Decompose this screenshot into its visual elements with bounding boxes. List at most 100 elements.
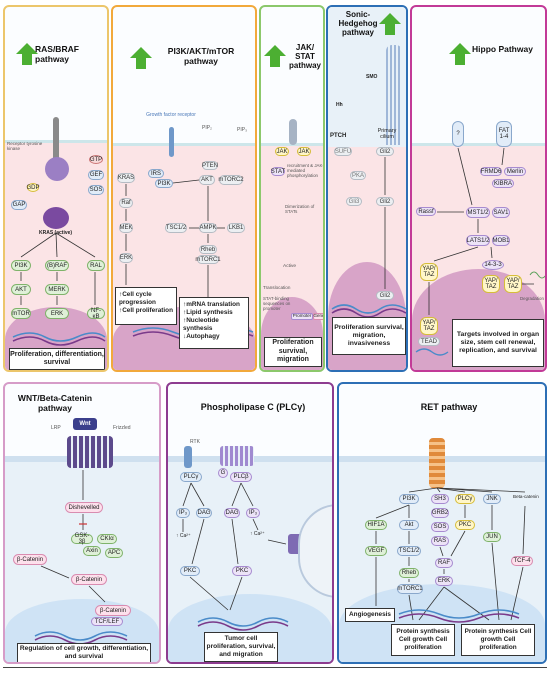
dag1-node: DAG	[196, 508, 212, 518]
sufu-node: SUFU	[334, 147, 352, 156]
mtorc1-node: mTORC1	[397, 584, 423, 594]
gli3-node: Gli3	[346, 197, 362, 206]
hippo-connectors	[415, 147, 545, 356]
apc-node: APC	[105, 548, 123, 558]
tsc-node: TSC1/2	[165, 223, 187, 233]
gli2-top-node: Gli2	[376, 147, 394, 156]
pi3k-outcome-left: ↑Cell cycle progression ↑Cell proliferat…	[115, 287, 177, 325]
hippo-outcome: Targets involved in organ size, stem cel…	[452, 319, 544, 367]
vegf-node: VEGF	[365, 546, 387, 556]
cki-node: CKIα	[97, 534, 117, 544]
jak-translocation: Translocation	[263, 285, 291, 290]
stat-node: STAT	[270, 167, 286, 176]
shh-title: Sonic-Hedgehog pathway	[338, 10, 378, 38]
ral-node: RAL	[87, 260, 105, 271]
hh-label: Hh	[336, 102, 343, 108]
mtorc1-node: mTORC1	[195, 255, 221, 264]
akt-node: AKT	[199, 175, 215, 185]
rheb-node: Rheb	[199, 245, 217, 254]
erk-node: ERK	[45, 308, 69, 319]
pi3k-node: PI3K	[399, 494, 419, 504]
plc-panel: Phospholipase C (PLCγ) RTK G PLCγ PLCβ I…	[166, 382, 334, 664]
plc-outcome: Tumor cell proliferation, survival, and …	[204, 632, 278, 662]
p1433-node: 14-3-3	[482, 260, 504, 270]
raf-node: Raf	[119, 198, 133, 208]
rtk-label: RTK	[190, 439, 200, 445]
sh3-node: SH3	[431, 494, 449, 504]
jun-node: JUN	[483, 532, 501, 542]
unknown-receptor-node: ?	[452, 121, 464, 147]
jak-title: JAK/ STAT pathway	[288, 43, 321, 71]
pip2-label: PIP₂	[202, 125, 212, 131]
plcb-node: PLCβ	[230, 472, 252, 482]
gef-node: GEF	[88, 170, 104, 180]
pi3k-outcome-right: ↑mRNA translation ↑Lipid synthesis ↑Nucl…	[179, 297, 249, 349]
frizzled-label: Frizzled	[113, 425, 131, 431]
gsk-node: GSK-3β	[71, 533, 93, 545]
ret-outcome-right: Protein synthesis Cell growth Cell proli…	[461, 624, 535, 656]
mst-node: MST1/2	[466, 207, 490, 218]
sav1-node: SAV1	[492, 207, 510, 218]
akt-node: AKT	[11, 284, 31, 295]
erk-node: ERK	[435, 576, 453, 586]
pi3k-node: PI3K	[11, 260, 31, 271]
ret-title: RET pathway	[420, 402, 478, 412]
gf-receptor-icon	[169, 127, 174, 157]
jak-stat-panel: JAK/ STAT pathway JAK JAK STAT recruitme…	[259, 5, 325, 372]
fat-node: FAT 1-4	[496, 121, 512, 147]
ca1-label: ↑ Ca²⁺	[176, 533, 191, 539]
ampk-node: AMPK	[199, 223, 217, 233]
pip3-label: PIP₃	[237, 127, 248, 133]
braf-node: (B)RAF	[45, 260, 69, 271]
ca2-label: ↑ Ca²⁺	[250, 531, 265, 537]
rheb-node: Rheb	[399, 568, 419, 578]
gli2-mid-node: Gli2	[376, 197, 394, 206]
g-protein-node: G	[218, 468, 228, 478]
gap-node: GAP	[11, 200, 27, 210]
shh-outcome: Proliferation survival, migration, invas…	[332, 317, 406, 355]
jak-right-node: JAK	[297, 147, 311, 156]
pkc1-node: PKC	[180, 566, 200, 576]
kras-complex-icon	[45, 157, 69, 181]
tead-node: TEAD	[418, 337, 440, 346]
gf-label: Growth factor receptor	[146, 112, 196, 118]
cilium-label: Primary cilium	[377, 128, 397, 140]
nfkb-node: NF-κB	[87, 308, 105, 320]
receptor-label: Receptor tyrosine kinase	[7, 141, 43, 151]
raf-node: RAF	[435, 558, 453, 568]
mtor-node: mTOR	[11, 308, 31, 319]
ip3a-node: IP₃	[176, 508, 190, 518]
shh-panel: Sonic-Hedgehog pathway SMO Hh PTCH Prima…	[326, 5, 408, 372]
wnt-title: WNT/Beta-Catenin pathway	[17, 393, 93, 413]
lkb1-node: LKB1	[227, 223, 245, 233]
wnt-panel: WNT/Beta-Catenin pathway LRP Frizzled Wn…	[3, 382, 161, 664]
ret-outcome-left: Protein synthesis Cell growth Cell proli…	[391, 624, 455, 656]
angiogenesis-outcome: Angiogenesis	[345, 608, 395, 622]
ret-receptor-icon	[429, 438, 445, 488]
dishevelled-node: Dishevelled	[65, 502, 103, 513]
kras-active-icon	[43, 207, 69, 229]
gli2-nuc-node: Gli2	[376, 291, 394, 300]
gtp-node: GTP	[89, 155, 103, 164]
gdp-node: GDP	[26, 183, 40, 192]
hif-node: HIF1A	[365, 520, 387, 530]
promoter-node: Promoter	[291, 313, 313, 320]
gpcr-icon	[220, 446, 254, 466]
jak-outcome: Proliferation survival, migration	[264, 337, 322, 367]
ras-connectors	[12, 232, 106, 346]
sos-node: SOS	[431, 522, 449, 532]
tsc-node: TSC1/2	[397, 546, 421, 556]
ras-braf-panel: RAS/BRAF pathway Receptor tyrosine kinas…	[3, 5, 109, 372]
pten-node: PTEN	[202, 161, 219, 170]
jak-step2: Dimerization of STATs	[285, 204, 315, 214]
ras-node: RAS	[431, 536, 449, 546]
mek-node: MEK	[119, 223, 133, 233]
bottom-rule	[3, 667, 547, 668]
ras-outcome: Proliferation, differentiation, survival	[9, 348, 105, 370]
jak-receptor-icon	[289, 119, 297, 145]
pka-node: PKA	[350, 171, 366, 180]
bcat1-node: β-Catenin	[13, 554, 47, 565]
ras-title: RAS/BRAF pathway	[35, 44, 79, 64]
lats-node: LATS1/2	[466, 235, 490, 246]
yap-nuc-node: YAP/ TAZ	[420, 317, 438, 335]
